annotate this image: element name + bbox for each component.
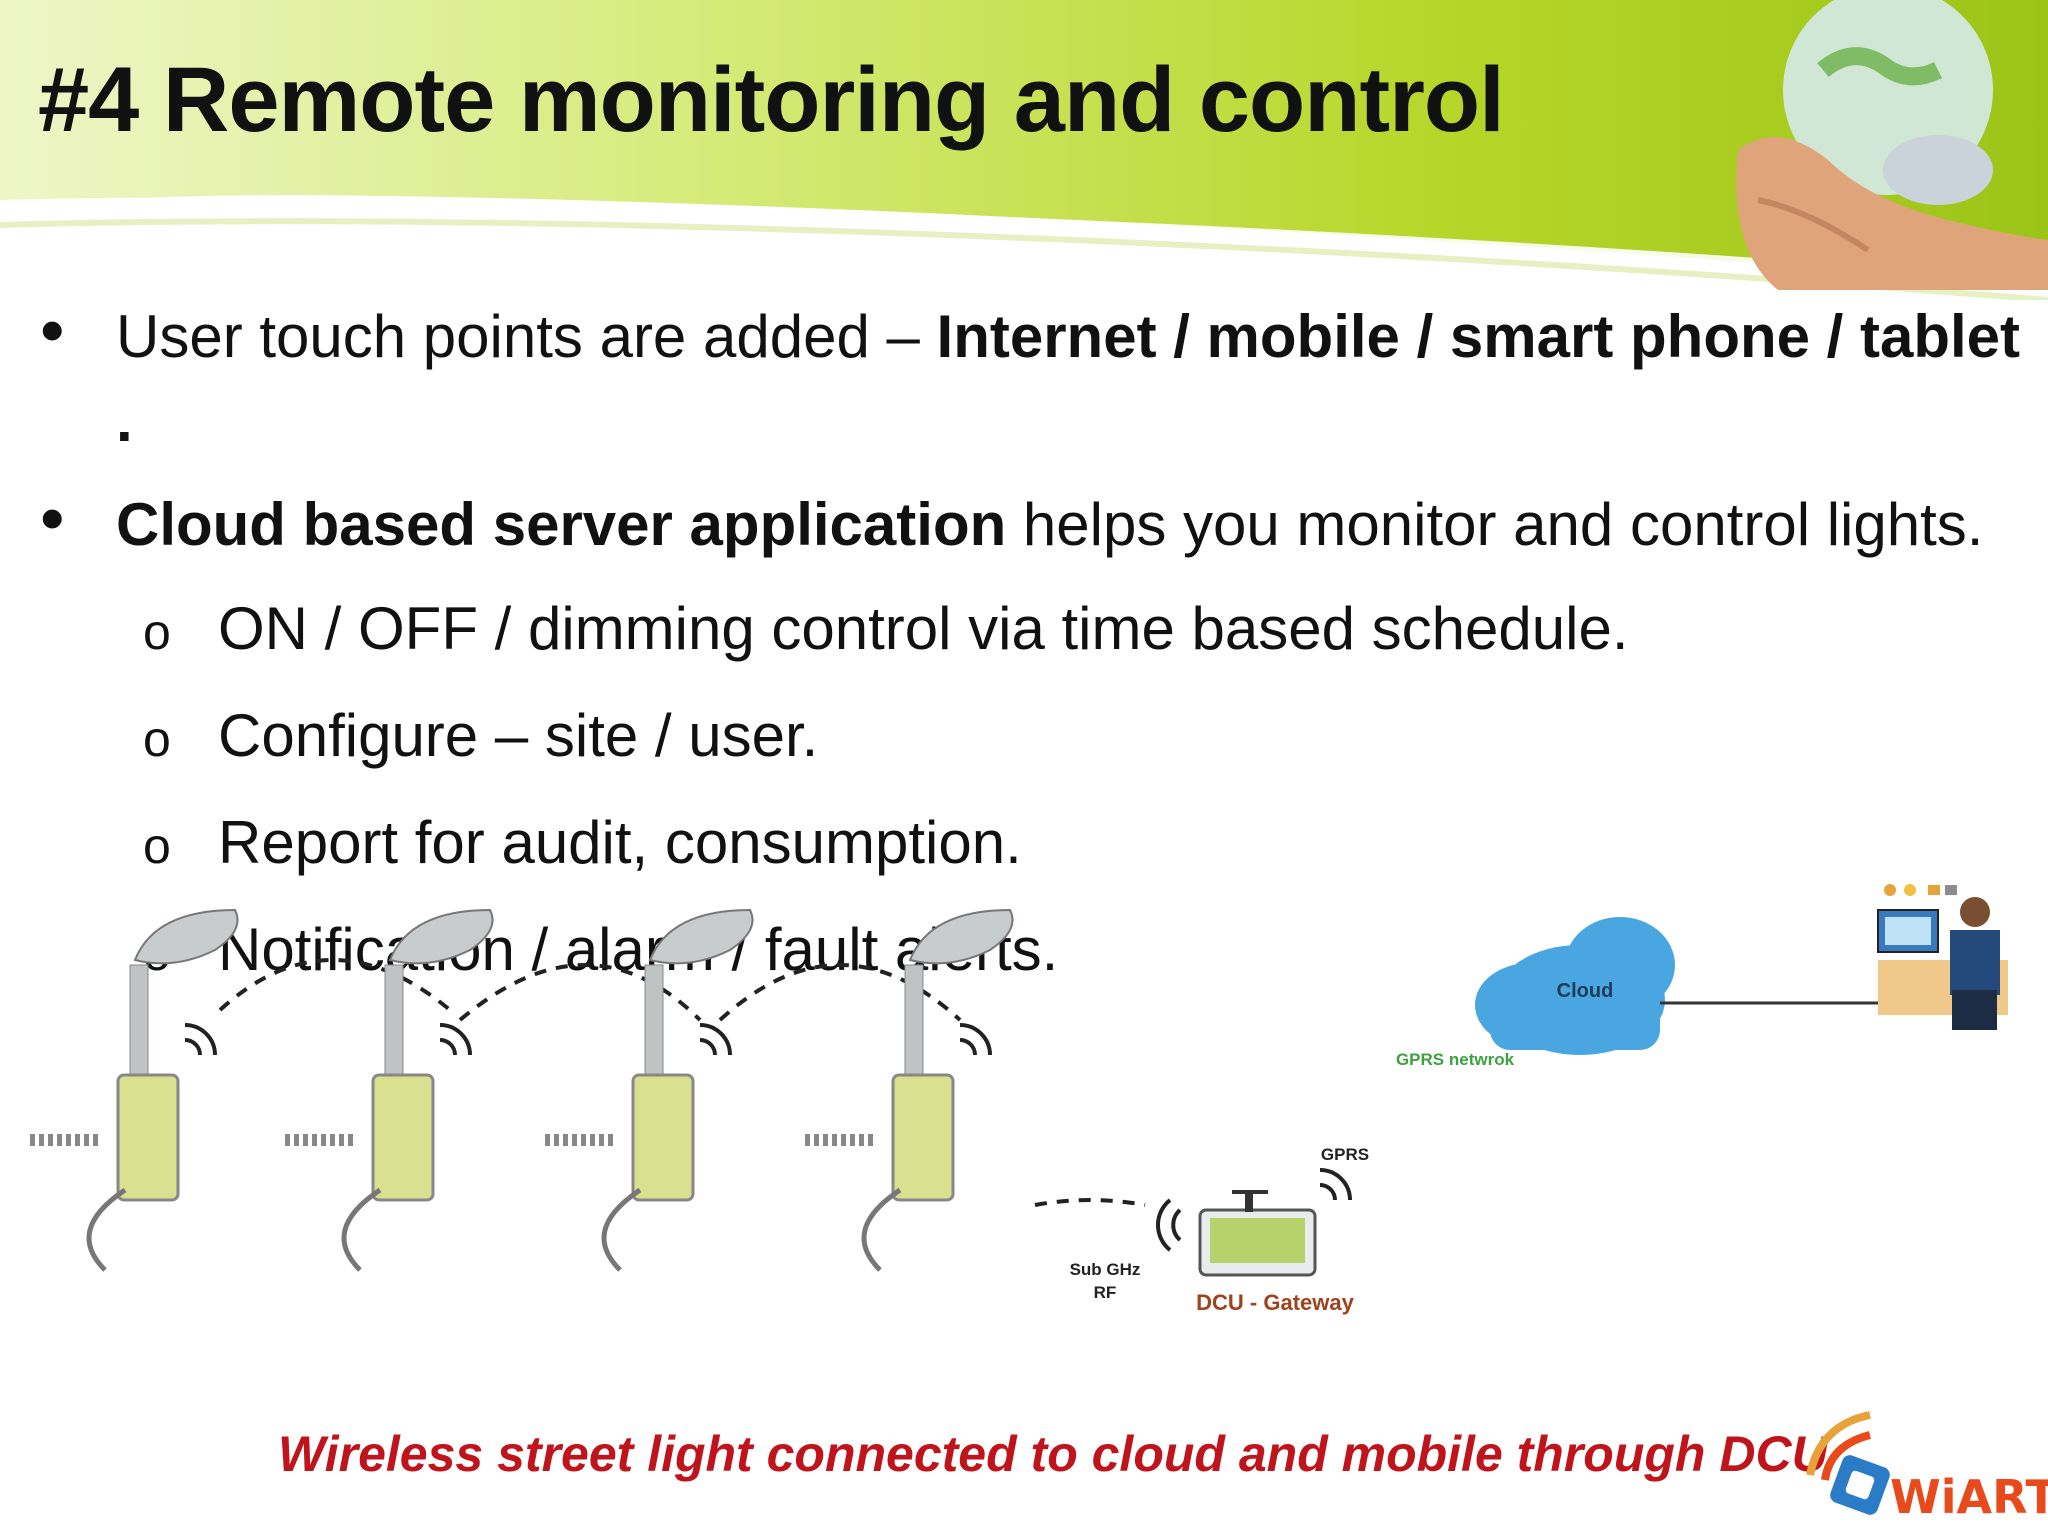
rf-label-line1: Sub GHz (1070, 1260, 1141, 1279)
hands-globe-bulb-image (1736, 0, 2048, 290)
user-workstation-icon (1877, 884, 2008, 1030)
bullet-cloud-server: • Cloud based server application helps y… (40, 483, 2030, 567)
wifi-signal-icon (184, 1023, 217, 1056)
bullet-touch-points: • User touch points are added – Internet… (40, 295, 2030, 463)
slide-title: #4 Remote monitoring and control (38, 49, 1505, 151)
cloud-label: Cloud (1557, 980, 1614, 1002)
gprs-signal-icon (1319, 1168, 1352, 1201)
bullet-text: User touch points are added – (116, 303, 937, 370)
wiart-logo (1806, 1411, 1890, 1515)
bullet-bold-text: Internet / mobile / smart phone / tablet… (116, 303, 2021, 454)
gprs-label: GPRS (1321, 1145, 1369, 1164)
sub-bullet-text: Configure – site / user. (218, 702, 819, 769)
rf-label-line2: RF (1094, 1283, 1117, 1302)
wifi-signal-icon (439, 1023, 472, 1056)
bullet-text: helps you monitor and control lights. (1006, 491, 1984, 558)
sub-bullet-text: Report for audit, consumption. (218, 809, 1022, 876)
logo-text: WiART (1890, 1470, 2048, 1524)
street-light-4 (805, 908, 1014, 1272)
bullet-bold-text: Cloud based server application (116, 491, 1007, 558)
bullet-marker: • (40, 291, 65, 369)
street-light-1 (30, 908, 239, 1272)
slide-caption: Wireless street light connected to cloud… (278, 1426, 1828, 1482)
street-light-3 (545, 908, 754, 1272)
sub-bullet: o Report for audit, consumption. (40, 801, 2030, 885)
wifi-signal-icon (959, 1023, 992, 1056)
sub-bullet: o ON / OFF / dimming control via time ba… (40, 587, 2030, 671)
street-light-2 (285, 908, 494, 1272)
cloud-icon: Cloud (1475, 917, 1675, 1055)
street-light-network-diagram: Cloud GPRS netwrok (30, 884, 2008, 1315)
gprs-network-label: GPRS netwrok (1396, 1050, 1515, 1069)
sub-bullet-marker: o (143, 711, 171, 767)
dcu-gateway-icon (1156, 1168, 1352, 1277)
mesh-links (218, 958, 1146, 1207)
header-background (0, 0, 2048, 300)
sub-bullet: o Configure – site / user. (40, 694, 2030, 778)
sub-bullet-marker: o (143, 604, 171, 660)
bullet-marker: • (40, 479, 65, 557)
gateway-label: DCU - Gateway (1196, 1290, 1354, 1315)
rf-signal-icon (1156, 1198, 1182, 1252)
sub-bullet-text: ON / OFF / dimming control via time base… (218, 595, 1629, 662)
wifi-signal-icon (699, 1023, 732, 1056)
sub-bullet-marker: o (143, 818, 171, 874)
slide-content: • User touch points are added – Internet… (40, 295, 2030, 1015)
